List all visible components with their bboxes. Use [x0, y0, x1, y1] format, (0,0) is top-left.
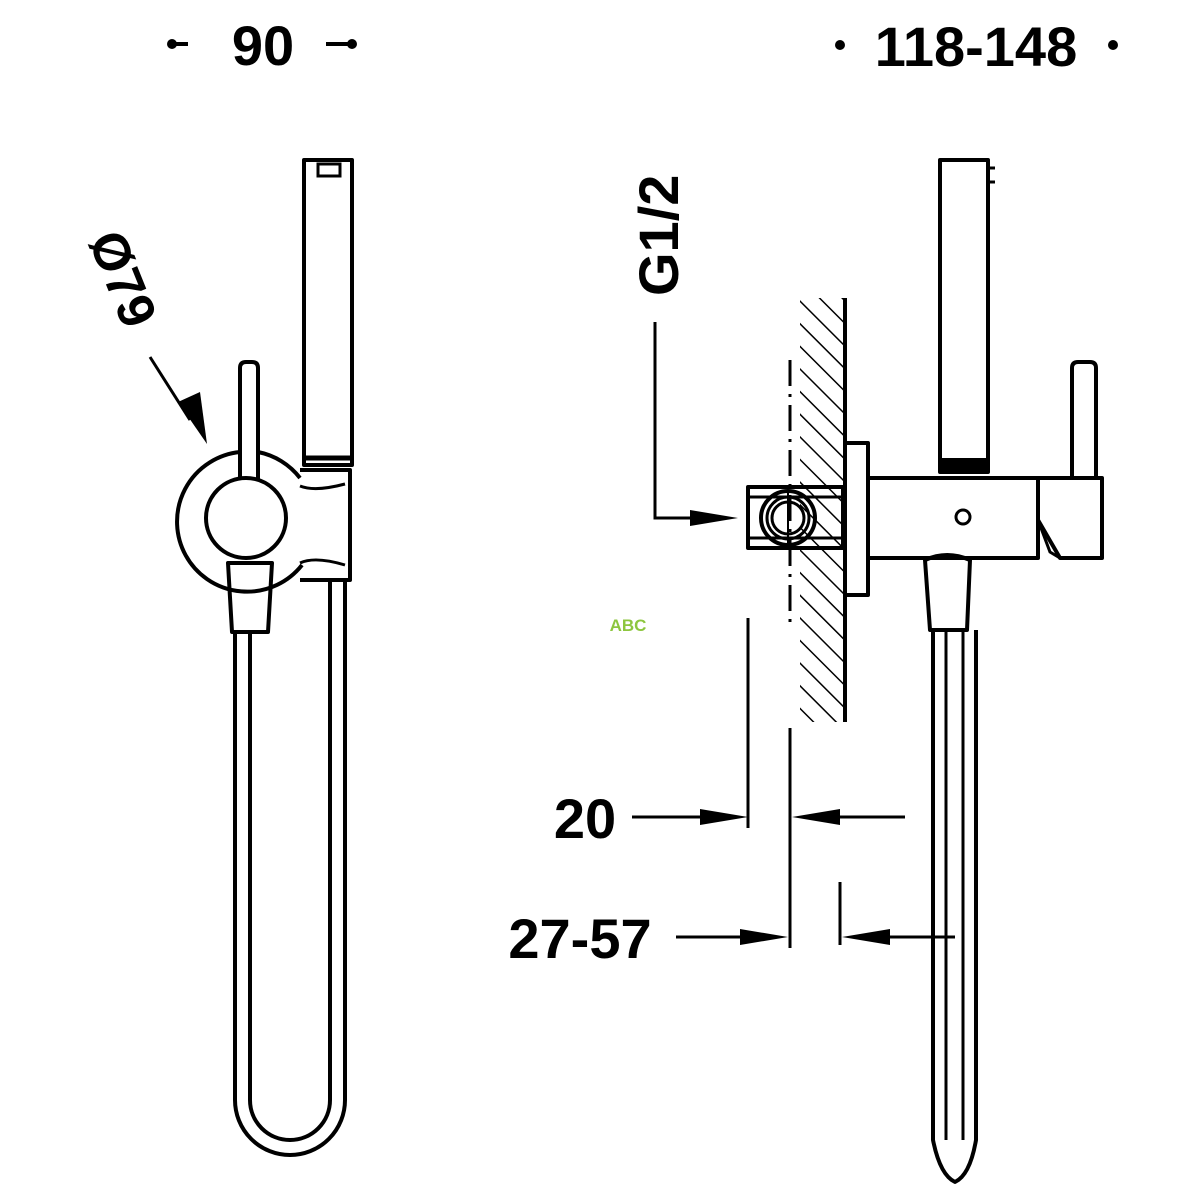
diameter-callout: Ø79	[77, 223, 207, 444]
holder-bracket-front	[299, 468, 352, 582]
thread-label: G1/2	[627, 175, 690, 296]
wall-offset-label: 20	[554, 787, 616, 850]
rosette-flange	[843, 441, 870, 597]
thread-callout: G1/2	[627, 175, 738, 526]
arrow-head-icon	[690, 510, 738, 526]
wall-section	[788, 298, 847, 722]
watermark: ABC	[610, 616, 647, 635]
side-view: 118-148 G1/2	[508, 15, 1118, 1184]
valve-body-side	[866, 360, 1104, 560]
adjustment-label: 27-57	[508, 907, 651, 970]
front-view: 90 Ø79	[77, 14, 357, 1157]
hose-side	[923, 553, 978, 1184]
rosette-front	[175, 360, 304, 634]
width-dimension-label: 90	[232, 14, 294, 77]
hand-shower-side	[938, 158, 995, 474]
hose-connector	[226, 561, 274, 634]
arrow-head-icon	[792, 809, 840, 825]
diameter-label: Ø79	[77, 223, 168, 336]
arrow-head-icon	[842, 929, 890, 945]
depth-dimension-label: 118-148	[875, 15, 1077, 78]
hose-front	[233, 580, 347, 1157]
lever-handle	[238, 360, 260, 480]
adjustment-dimension: 27-57	[508, 882, 955, 970]
arrow-head-icon	[740, 929, 788, 945]
arrow-head-icon	[178, 392, 207, 444]
arrow-head-icon	[700, 809, 748, 825]
hand-shower-front	[302, 158, 354, 467]
width-dimension: 90	[167, 14, 357, 77]
depth-dimension: 118-148	[835, 15, 1118, 78]
wall-offset-dimension: 20	[554, 618, 905, 948]
lever-handle	[1070, 360, 1098, 478]
